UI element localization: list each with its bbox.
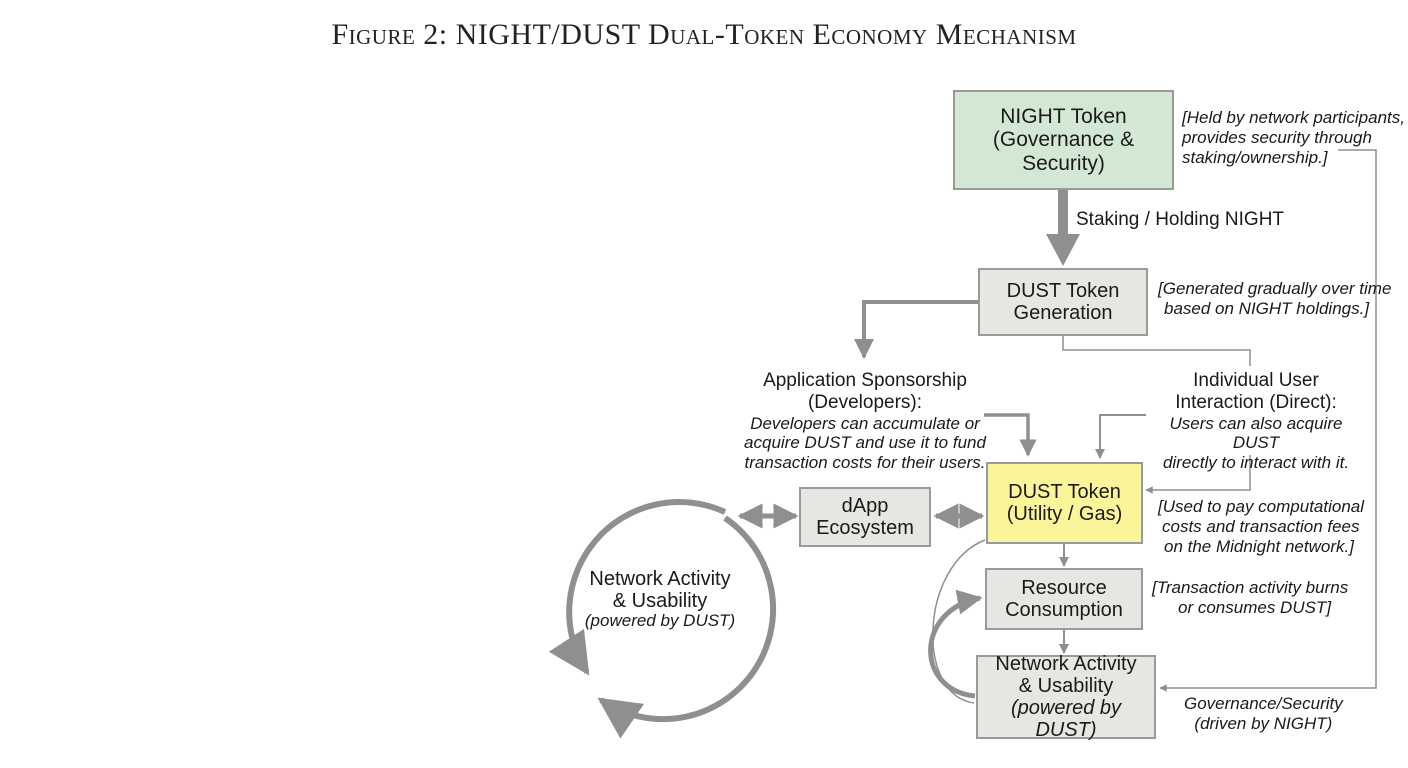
- night-token-box: NIGHT Token (Governance & Security): [953, 90, 1174, 190]
- application-sponsorship-label: Application Sponsorship (Developers): De…: [744, 370, 986, 472]
- dust-generation-note: [Generated gradually over time based on …: [1158, 279, 1392, 319]
- dust-utility-box: DUST Token (Utility / Gas): [986, 462, 1143, 544]
- resource-note: [Transaction activity burns or consumes …: [1152, 578, 1349, 618]
- governance-label: Governance/Security (driven by NIGHT): [1184, 694, 1343, 734]
- dust-utility-note: [Used to pay computational costs and tra…: [1158, 497, 1365, 557]
- network-to-resource-loop-arrow: [928, 589, 983, 699]
- dust-generation-box: DUST Token Generation: [978, 268, 1148, 336]
- individual-user-label: Individual User Interaction (Direct): Us…: [1162, 370, 1350, 472]
- figure-title: Figure 2: NIGHT/DUST Dual-Token Economy …: [331, 18, 1077, 51]
- utility-to-network-thin-curve: [932, 539, 986, 704]
- night-note: [Held by network participants, provides …: [1182, 108, 1405, 168]
- dapp-ecosystem-box: dApp Ecosystem: [799, 487, 931, 547]
- sponsorship-to-utility-arrow: [984, 413, 1037, 457]
- resource-consumption-box: Resource Consumption: [985, 568, 1143, 630]
- generation-to-individual-line: [1062, 336, 1251, 366]
- night-token-title: NIGHT Token: [1000, 105, 1127, 129]
- staking-arrow: [1046, 190, 1080, 266]
- activity-cycle-arrow: [548, 499, 777, 739]
- night-token-subtitle: (Governance & Security): [992, 128, 1135, 175]
- individual-to-utility-arrow: [1095, 414, 1146, 459]
- cycle-label: Network Activity & Usability (powered by…: [584, 568, 736, 630]
- generation-to-sponsorship-arrow: [854, 300, 978, 359]
- network-activity-box: Network Activity & Usability (powered by…: [976, 653, 1156, 741]
- staking-label: Staking / Holding NIGHT: [1076, 209, 1285, 230]
- governance-feedback-line: [1159, 149, 1377, 692]
- individual-to-utility-side-line: [1145, 455, 1251, 494]
